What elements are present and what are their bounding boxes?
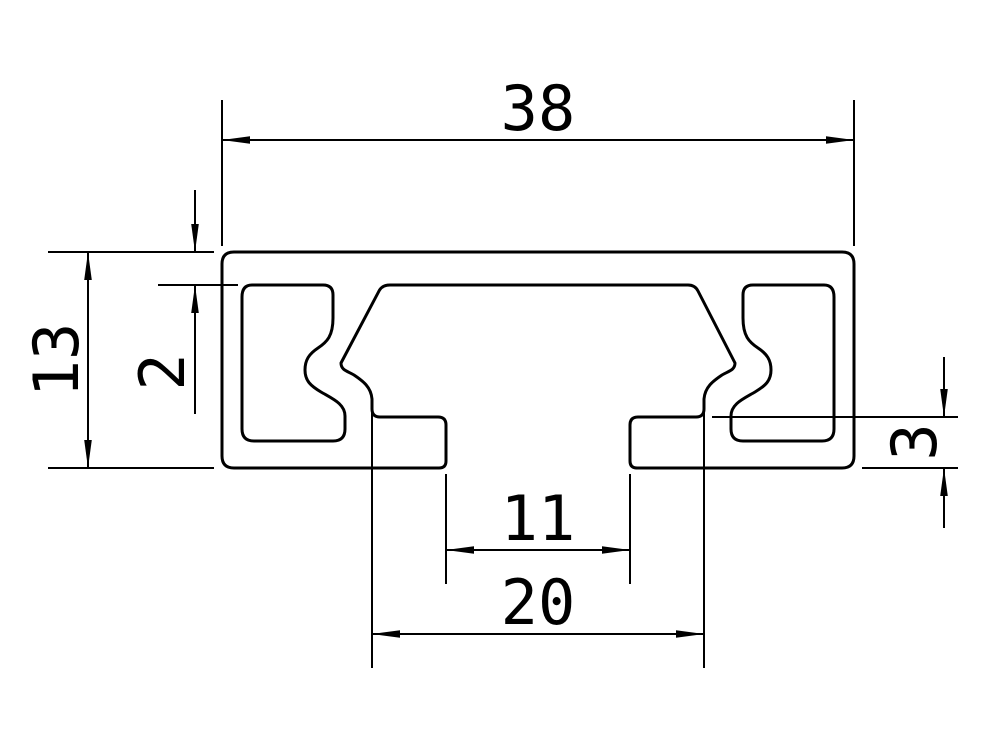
dim-overall-width-label: 38 [501,72,576,145]
dim-slot-inner-width-label: 20 [501,566,576,639]
dimension-overall-width: 38 [221,72,855,246]
dimension-bottom-wall: 3 [712,357,958,528]
dim-slot-opening-label: 11 [501,482,576,555]
left-chamber-void [240,283,347,443]
right-chamber-void [729,283,836,443]
profile-geometry [220,250,856,470]
dimension-top-wall: 2 [126,190,238,414]
dimension-slot-inner-width: 20 [371,410,705,668]
dimension-slot-opening: 11 [445,474,631,584]
dim-overall-height-label: 13 [20,323,93,398]
profile-outline [220,250,856,470]
dim-bottom-wall-label: 3 [878,423,951,460]
dim-top-wall-label: 2 [126,353,199,390]
dimension-overall-height: 13 [20,251,214,469]
